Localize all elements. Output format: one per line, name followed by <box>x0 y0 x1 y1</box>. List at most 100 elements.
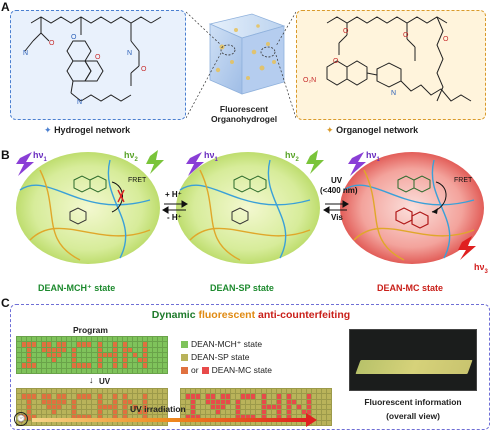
grid-cell <box>71 414 78 421</box>
grid-cell <box>161 351 168 359</box>
grid-cell <box>46 351 53 359</box>
grid-cell <box>46 346 53 353</box>
grid-cell <box>190 398 197 405</box>
grid-cell <box>36 346 43 353</box>
grid-cell <box>51 351 58 359</box>
grid-cell <box>200 409 207 416</box>
grid-cell <box>290 403 297 411</box>
grid-cell <box>126 351 133 359</box>
grid-cell <box>15 335 23 343</box>
grid-cell <box>41 362 48 369</box>
grid-cell <box>151 335 158 343</box>
grid-cell <box>116 419 123 427</box>
grid-cell <box>96 357 103 364</box>
grid-cell <box>96 387 103 395</box>
grid-cell <box>131 393 138 400</box>
overall-view-label: (overall view) <box>386 411 440 421</box>
grid-cell <box>41 398 48 405</box>
grid-cell <box>96 409 103 416</box>
grid-cell <box>310 398 317 405</box>
grid-cell <box>285 419 292 427</box>
grid-cell <box>36 409 43 416</box>
svg-text:N: N <box>77 99 82 106</box>
grid-cell <box>111 387 118 395</box>
grid-cell <box>26 351 33 359</box>
grid-cell <box>111 393 118 400</box>
grid-cell <box>86 387 93 395</box>
program-label: Program <box>73 325 108 335</box>
grid-cell <box>320 419 327 427</box>
grid-cell <box>185 414 192 421</box>
grid-cell <box>215 387 222 395</box>
legend-sp: DEAN-SP state <box>181 352 249 362</box>
grid-cell <box>21 341 28 348</box>
grid-cell <box>91 398 98 405</box>
grid-cell <box>36 398 43 405</box>
hydrogel-structure-box: N O N N O O O <box>10 10 186 120</box>
grid-cell <box>56 387 63 395</box>
grid-cell <box>161 346 168 353</box>
grid-cell <box>15 403 23 411</box>
grid-cell <box>71 403 78 411</box>
grid-cell <box>15 393 23 400</box>
grid-cell <box>151 419 158 427</box>
grid-cell <box>136 393 143 400</box>
grid-cell <box>325 398 332 405</box>
grid-cell <box>235 409 242 416</box>
grid-cell <box>91 409 98 416</box>
svg-text:O: O <box>49 40 55 47</box>
grid-cell <box>26 387 33 395</box>
grid-cell <box>240 414 247 421</box>
grid-cell <box>161 335 168 343</box>
connector-lines <box>186 11 296 119</box>
grid-cell <box>205 419 212 427</box>
grid-cell <box>36 393 43 400</box>
uv-down-arrow: ↓ <box>89 375 94 385</box>
grid-cell <box>116 393 123 400</box>
grid-cell <box>185 419 192 427</box>
grid-cell <box>136 362 143 369</box>
svg-text:O: O <box>95 54 101 61</box>
grid-cell <box>126 335 133 343</box>
grid-cell <box>126 367 133 375</box>
grid-cell <box>41 351 48 359</box>
grid-cell <box>230 403 237 411</box>
grid-cell <box>310 403 317 411</box>
grid-cell <box>260 393 267 400</box>
grid-cell <box>121 393 128 400</box>
grid-cell <box>111 357 118 364</box>
grid-cell <box>161 362 168 369</box>
grid-cell <box>76 409 83 416</box>
grid-cell <box>51 403 58 411</box>
grid-cell <box>26 393 33 400</box>
svg-text:N: N <box>23 50 28 57</box>
grid-cell <box>15 346 23 353</box>
grid-cell <box>210 414 217 421</box>
grid-cell <box>141 387 148 395</box>
grid-cell <box>285 409 292 416</box>
grid-cell <box>101 414 108 421</box>
grid-cell <box>66 357 73 364</box>
grid-cell <box>210 403 217 411</box>
grid-cell <box>280 403 287 411</box>
grid-cell <box>295 387 302 395</box>
grid-cell <box>280 398 287 405</box>
grid-cell <box>41 357 48 364</box>
grid-cell <box>121 335 128 343</box>
grid-cell <box>220 398 227 405</box>
grid-cell <box>26 346 33 353</box>
grid-cell <box>161 341 168 348</box>
grid-cell <box>146 367 153 375</box>
grid-cell <box>51 387 58 395</box>
grid-cell <box>106 341 113 348</box>
grid-cell <box>76 398 83 405</box>
grid-cell <box>111 414 118 421</box>
grid-cell <box>290 409 297 416</box>
grid-cell <box>131 398 138 405</box>
grid-cell <box>46 403 53 411</box>
legend-mch: DEAN-MCH⁺ state <box>181 339 262 350</box>
grid-cell <box>131 346 138 353</box>
grid-cell <box>156 335 163 343</box>
grid-cell <box>46 409 53 416</box>
grid-cell <box>230 414 237 421</box>
